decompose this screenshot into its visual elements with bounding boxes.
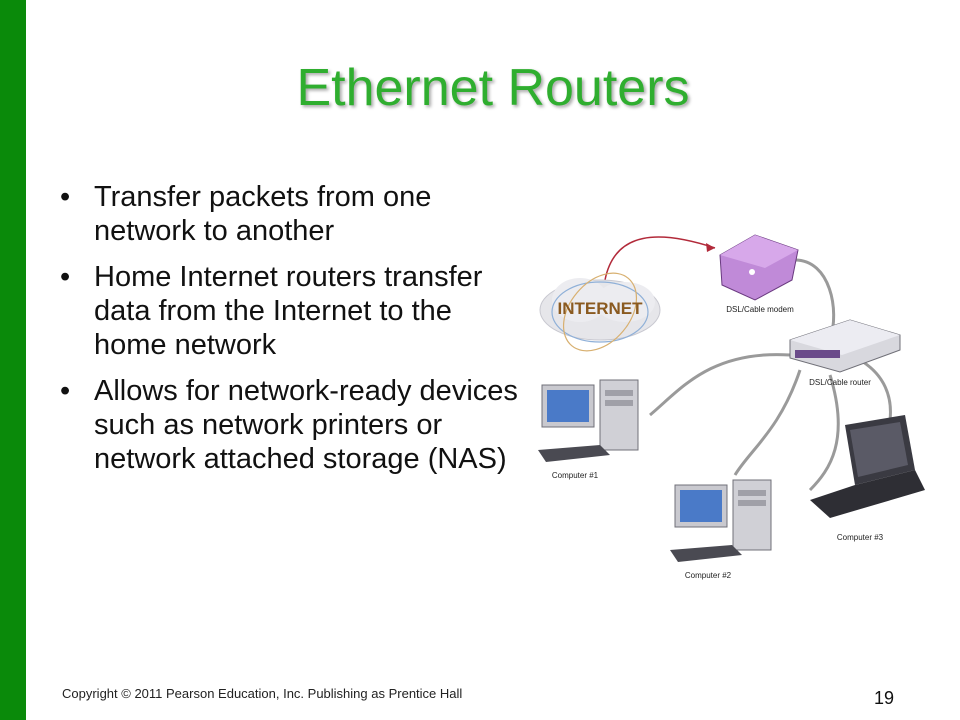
slide-title: Ethernet Routers <box>296 59 690 117</box>
computer-2-label: Computer #2 <box>685 571 732 580</box>
cloud-label: INTERNET <box>558 299 644 318</box>
network-diagram: INTERNET DSL/Cable modem DSL/Cable route… <box>538 234 925 580</box>
arrow-head-icon <box>706 243 715 252</box>
internet-cloud-icon: INTERNET <box>539 272 661 352</box>
computer-1-icon <box>538 379 639 462</box>
computer-3-label: Computer #3 <box>837 533 884 542</box>
footer-copyright: Copyright © 2011 Pearson Education, Inc.… <box>62 686 463 701</box>
computer-1-label: Computer #1 <box>552 471 599 480</box>
modem-icon <box>719 234 799 301</box>
router-label: DSL/Cable router <box>809 378 871 387</box>
computer-3-icon <box>810 415 925 518</box>
computer-2-icon <box>670 479 772 562</box>
page-number: 19 <box>873 688 894 708</box>
router-icon <box>789 319 901 373</box>
bullet-list: • Transfer packets from one network to an… <box>60 180 530 488</box>
bullet-text: Transfer packets from one network to ano… <box>94 181 432 247</box>
internet-link-arrow <box>604 236 716 281</box>
bullet-dot: • <box>60 181 71 213</box>
bullet-dot: • <box>60 261 71 293</box>
bullet-item: • Allows for network-ready devices such a… <box>60 374 530 476</box>
bullet-item: • Transfer packets from one network to an… <box>60 180 530 248</box>
modem-label: DSL/Cable modem <box>726 305 794 314</box>
accent-bar <box>0 0 26 720</box>
bullet-text: Allows for network-ready devices such as… <box>94 375 518 475</box>
bullet-dot: • <box>60 375 71 407</box>
bullet-text: Home Internet routers transfer data from… <box>94 261 483 361</box>
bullet-item: • Home Internet routers transfer data fro… <box>60 260 530 362</box>
